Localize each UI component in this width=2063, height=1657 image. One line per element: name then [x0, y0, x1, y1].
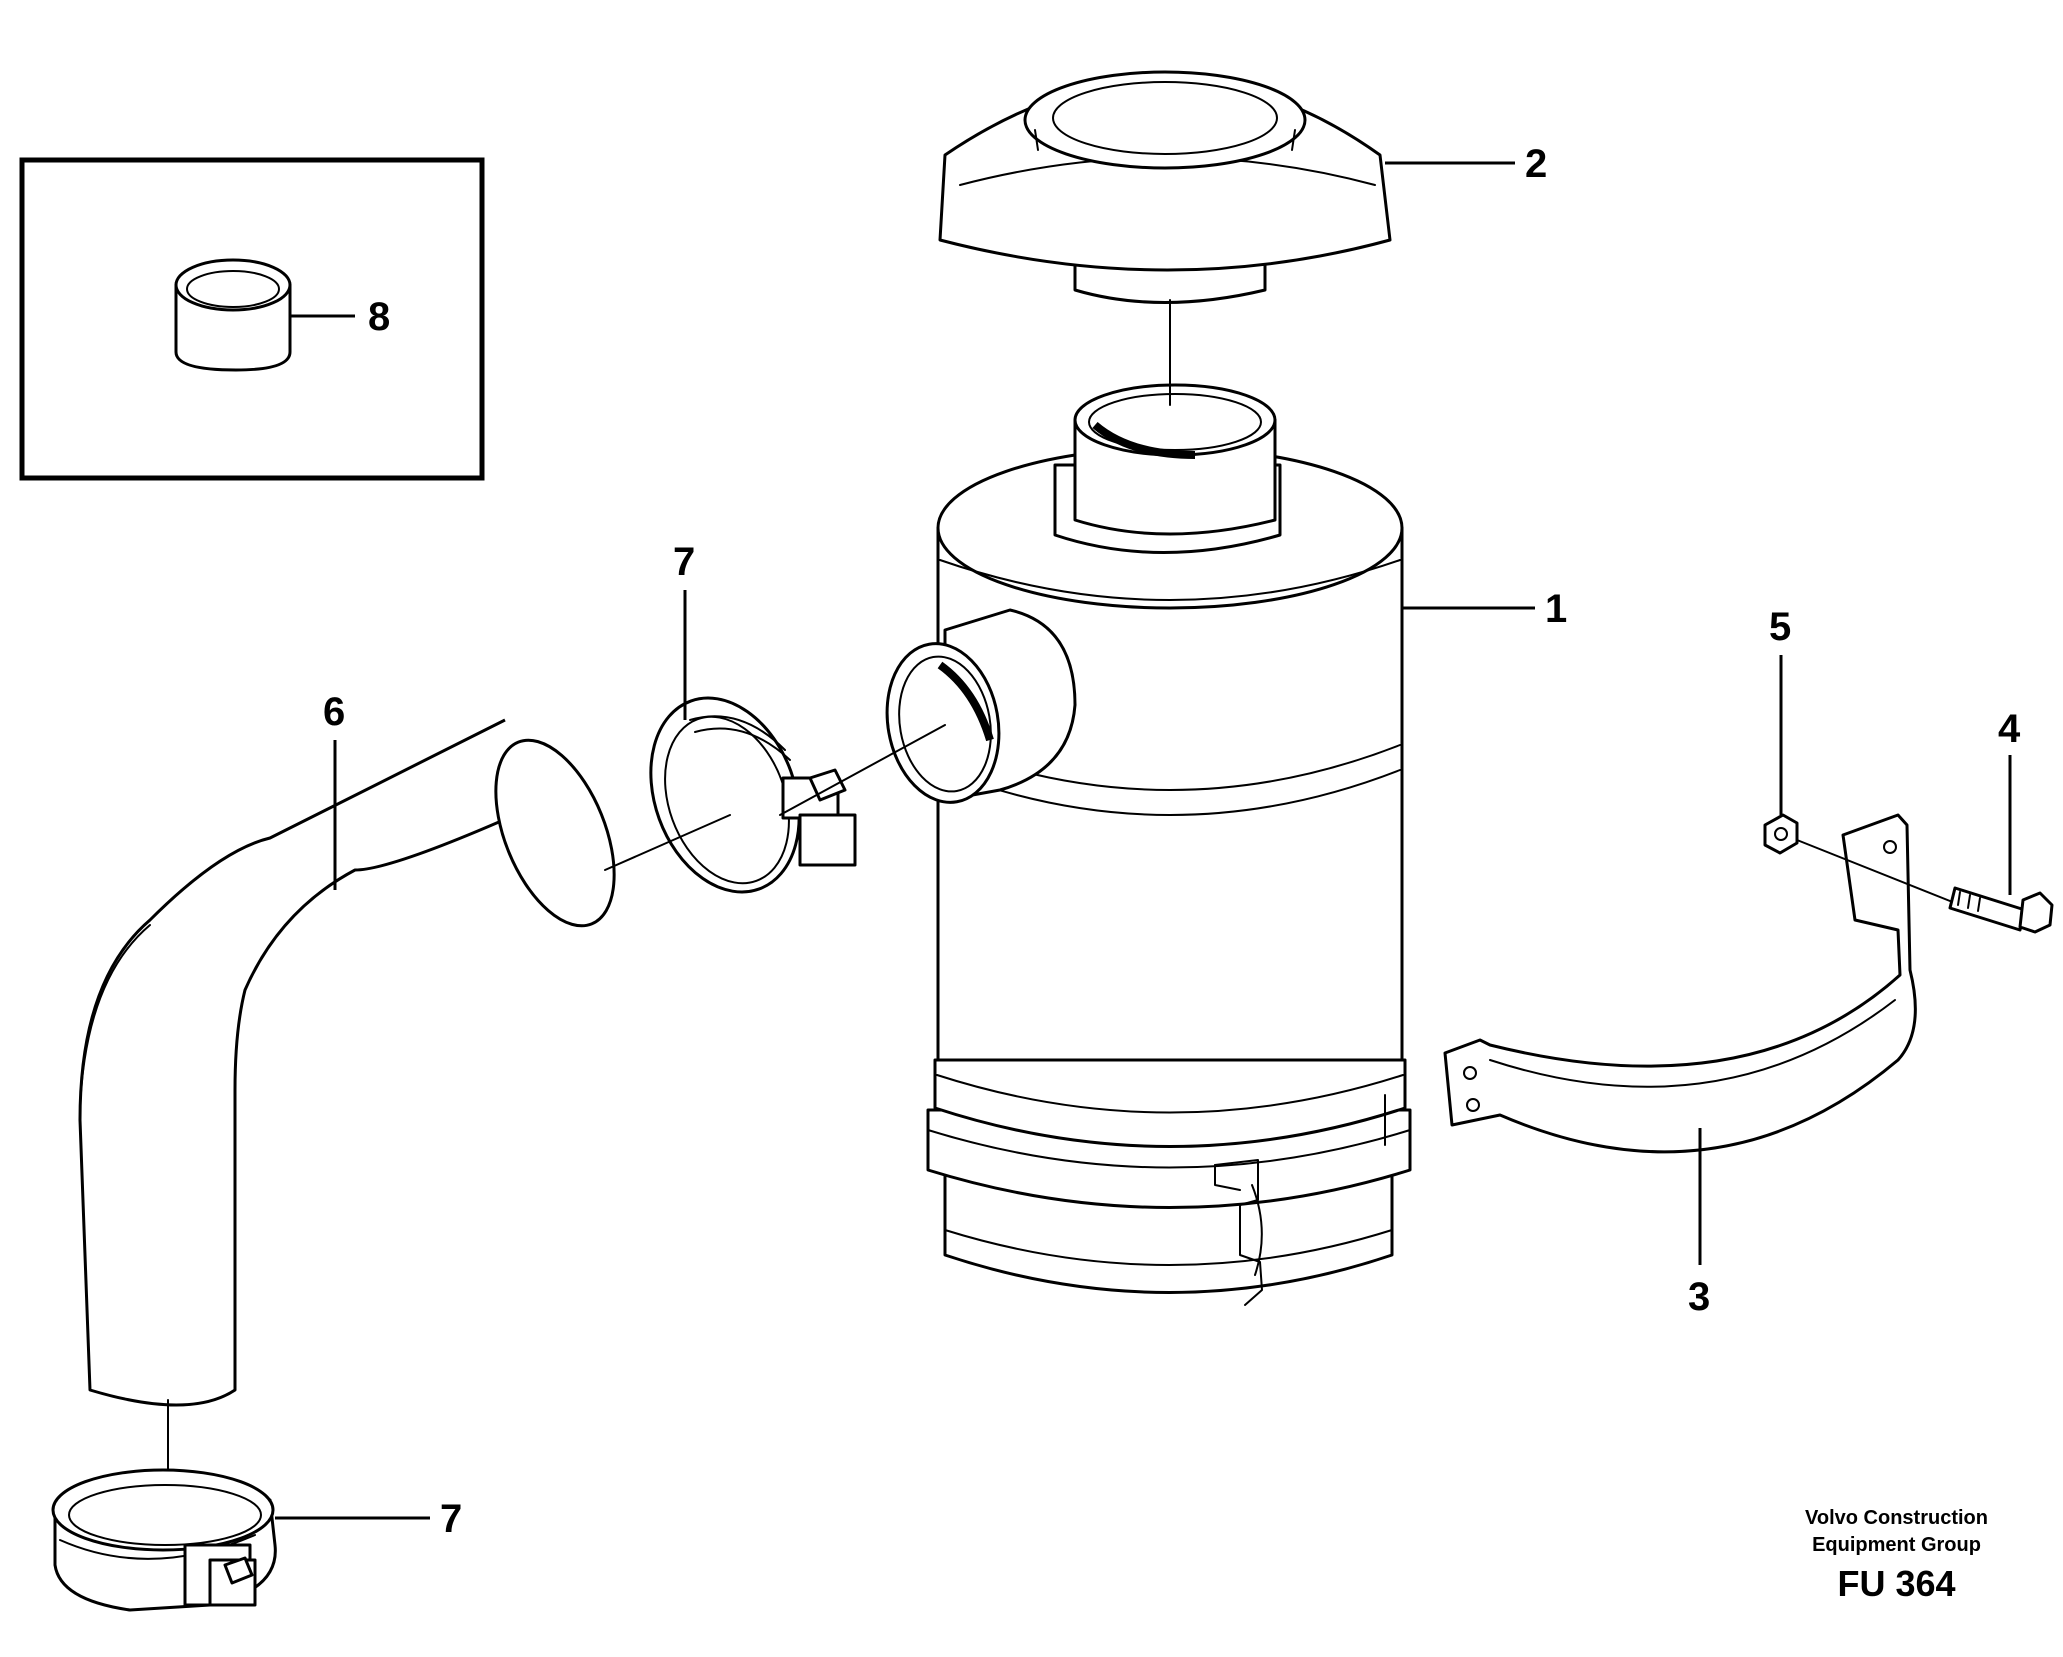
callout-5: 5: [1769, 605, 1791, 649]
part-7-hose-clamp-upper: [649, 696, 857, 894]
inset-box-part-8: 8: [19, 157, 485, 481]
assembly-axis-line-clamp: [779, 724, 946, 816]
part-3-mounting-band: [1443, 813, 1917, 1154]
callout-1: 1: [1545, 587, 1567, 631]
callout-4: 4: [1998, 707, 2021, 751]
callout-2: 2: [1525, 142, 1547, 186]
org-name-line-2: Equipment Group: [1812, 1534, 1981, 1556]
figure-code: FU 364: [1837, 1563, 1956, 1604]
callout-7-lower: 7: [440, 1497, 462, 1541]
callout-8: 8: [368, 295, 390, 339]
part-7-hose-clamp-lower: [51, 1399, 277, 1612]
part-4-bolt: [1948, 886, 2054, 934]
part-1-air-filter-housing: [885, 383, 1412, 1306]
callout-6: 6: [323, 690, 345, 734]
callout-3: 3: [1688, 1275, 1710, 1319]
part-8-cap: [174, 258, 292, 372]
assembly-axis-line-hose: [604, 814, 731, 871]
callout-7-upper: 7: [673, 540, 695, 584]
part-5-nut: [1763, 813, 1799, 855]
assembly-axis-line-bolt: [1796, 839, 1961, 906]
figure-footer: Volvo Construction Equipment Group FU 36…: [1805, 1505, 1988, 1605]
part-2-rain-cap: [938, 70, 1392, 304]
org-name-line-1: Volvo Construction: [1805, 1507, 1988, 1529]
part-6-elbow-hose: [78, 718, 616, 1407]
